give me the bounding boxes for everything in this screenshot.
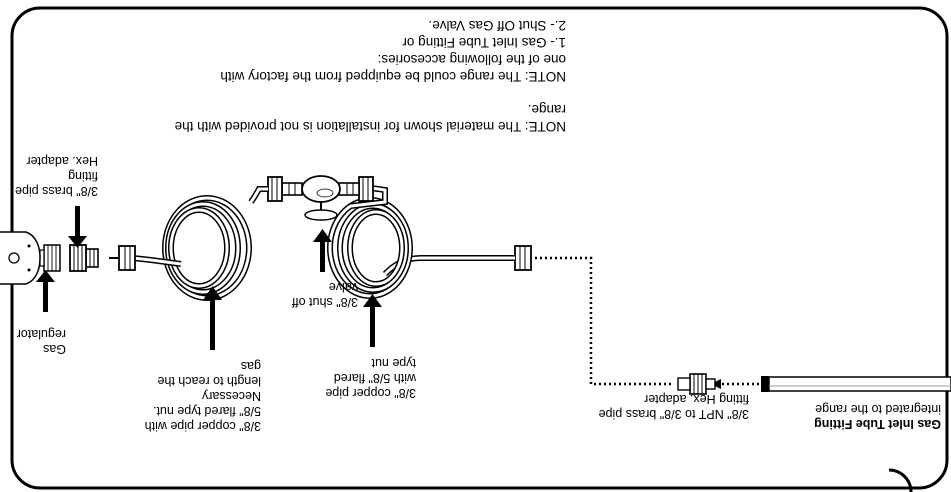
dotted-connector-2	[533, 256, 671, 386]
label-npt-fitting: 3/8" NPT to 3/8" brass pipe fitting Hex.…	[595, 392, 749, 421]
corner-mark	[888, 468, 913, 492]
shut-off-valve	[281, 175, 360, 221]
arrow-shutoff	[313, 229, 332, 272]
note-material: NOTE: The material shown for installatio…	[171, 102, 566, 134]
copper-coil-long	[109, 176, 283, 301]
label-brass-fitting: 3/8" brass pipe fitting Hex. adapter	[12, 154, 98, 198]
label-shutoff: 3/8" shut off valve	[288, 280, 358, 309]
pointer-arrows	[36, 206, 382, 350]
label-copper-long: 3/8" copper pipe with 5/8" flared type n…	[141, 359, 261, 433]
gas-regulator	[0, 231, 61, 285]
arrow-copper-long	[203, 286, 222, 350]
note-factory: NOTE: The range could be equipped from t…	[217, 18, 566, 84]
arrow-copper-right	[363, 294, 382, 347]
brass-hex-adapter	[69, 244, 99, 272]
label-inlet-title: Gas Inlet Tube Fitting	[814, 417, 941, 431]
label-inlet-sub: integrated to the range	[815, 402, 941, 416]
arrow-brass-fitting	[68, 206, 87, 248]
label-regulator: Gas regulator	[17, 327, 66, 356]
npt-hex-adapter	[677, 373, 716, 395]
copper-coil-right	[327, 176, 532, 299]
arrow-regulator	[36, 270, 55, 312]
label-copper-right: 3/8" copper pipe with 5/8" flared type n…	[322, 356, 417, 400]
gas-inlet-tube-fitting	[761, 376, 951, 392]
